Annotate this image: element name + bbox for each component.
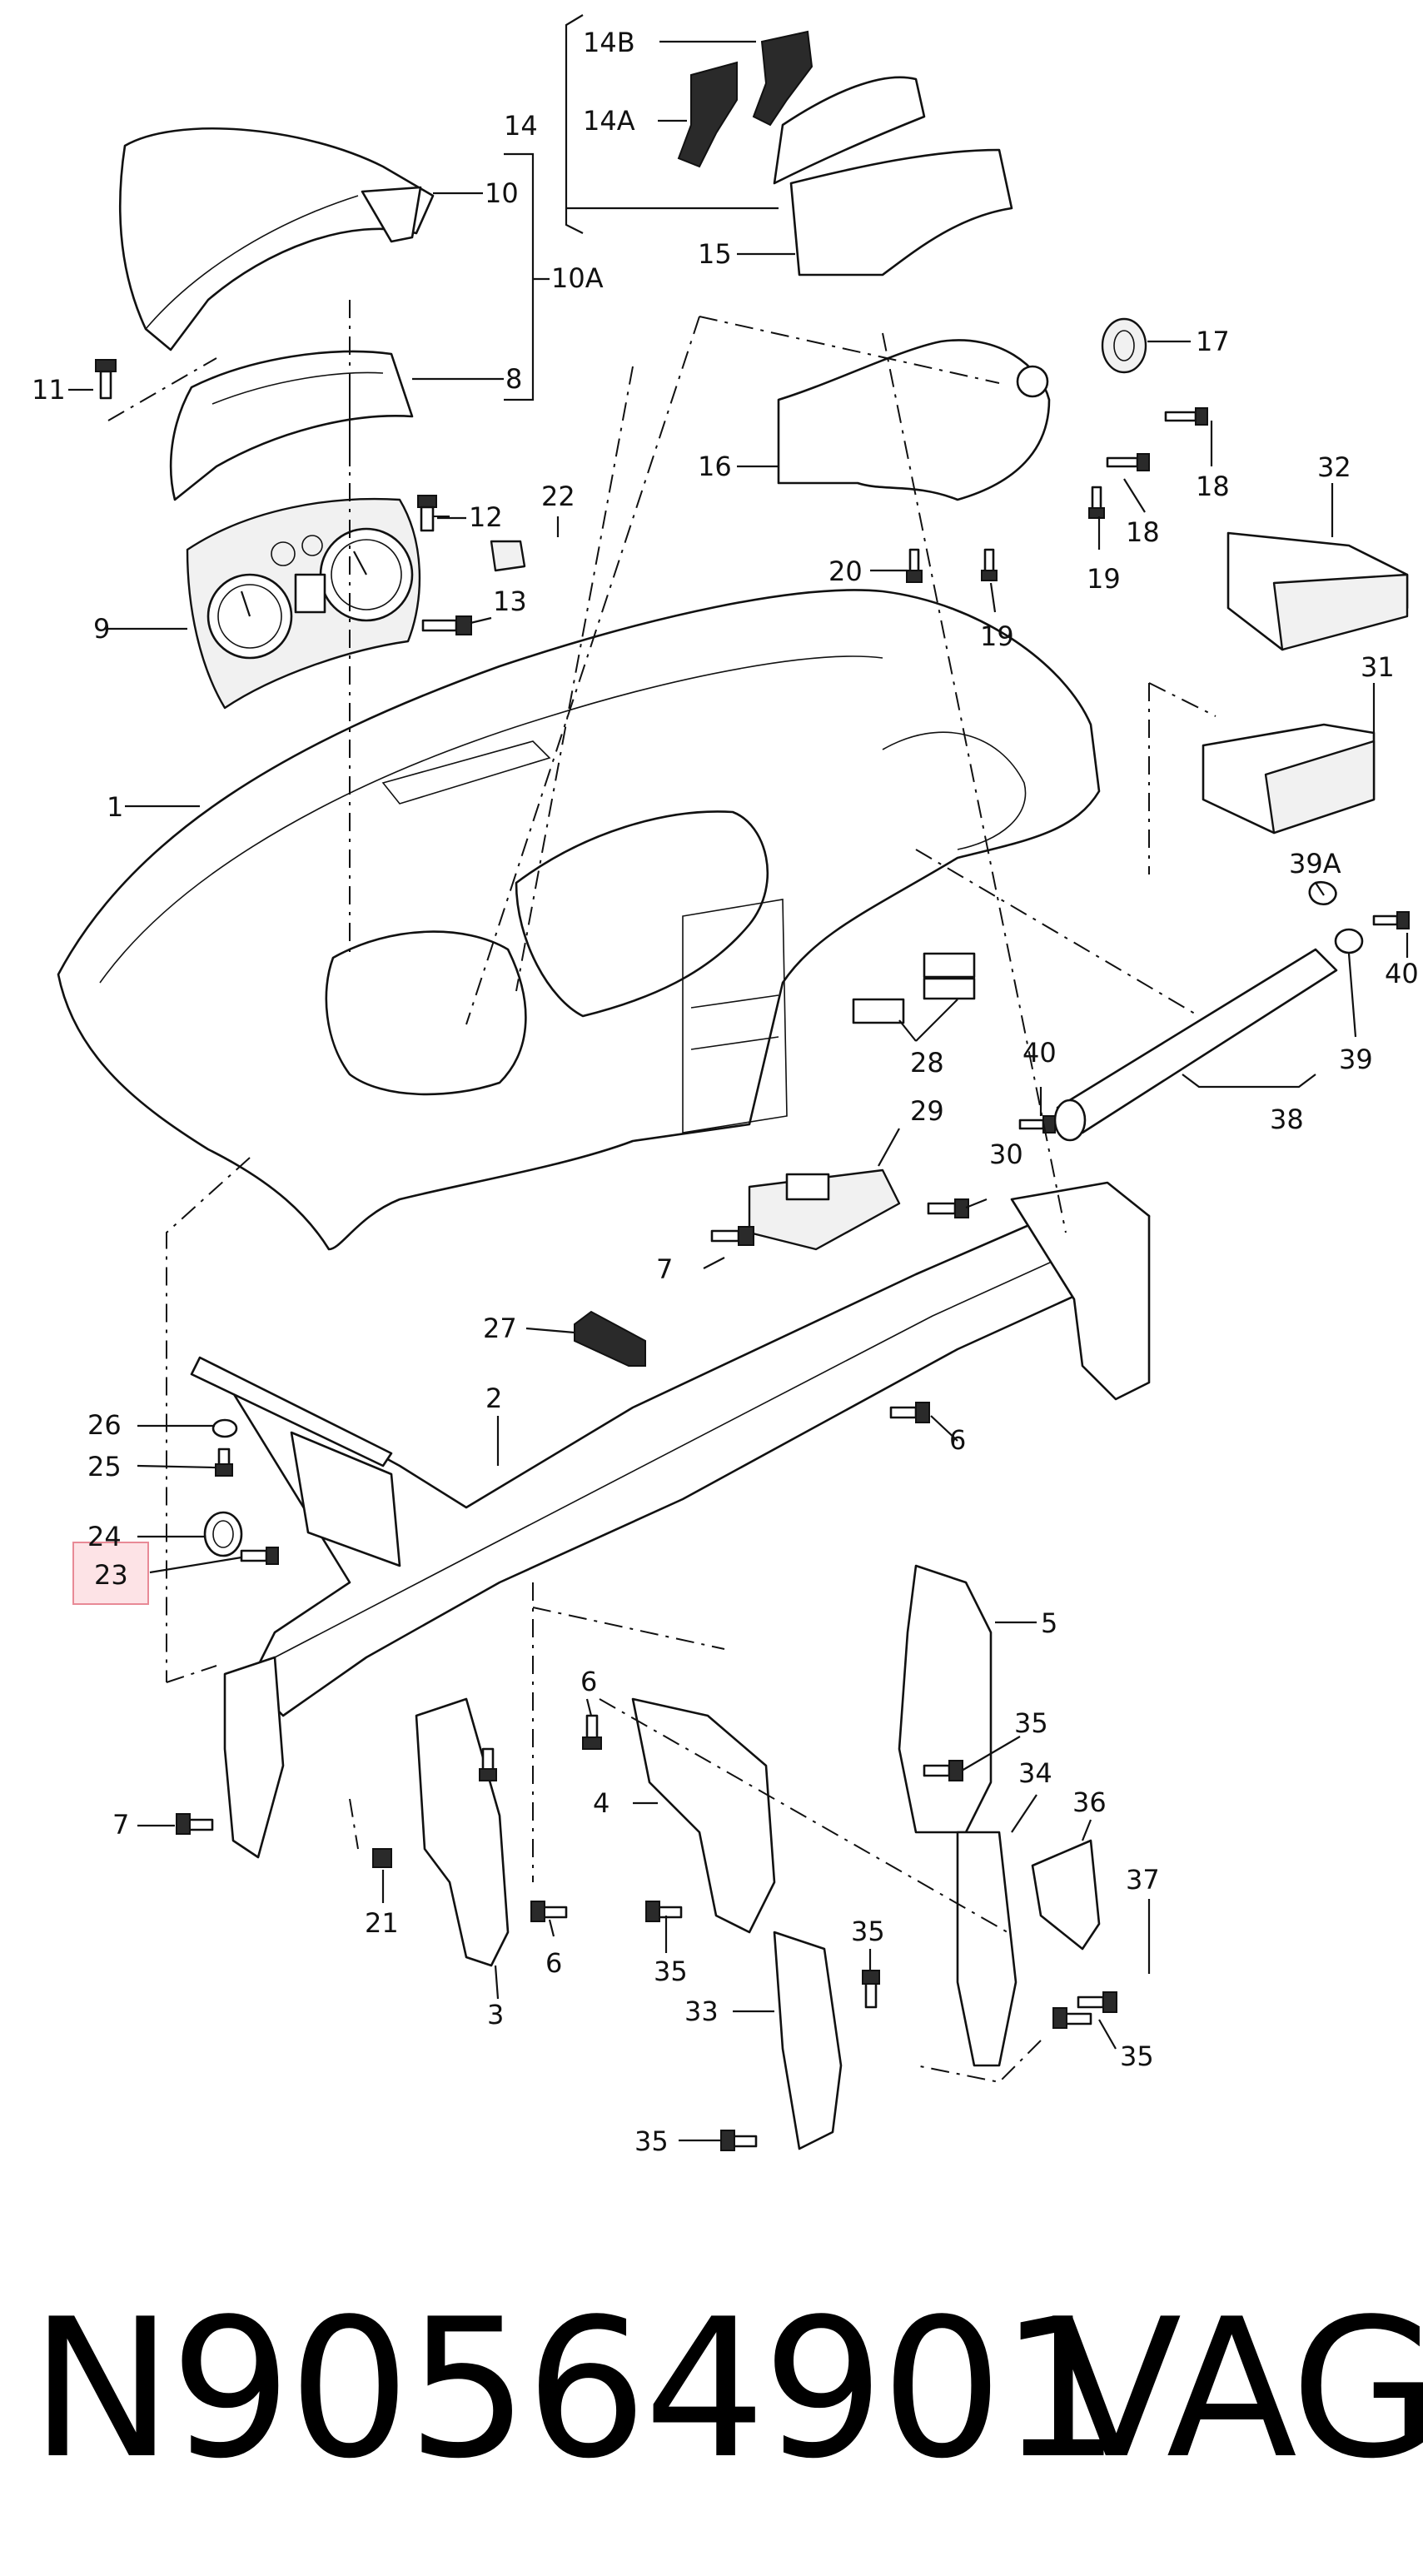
- callout-14B: 14B: [583, 27, 635, 58]
- callout-14: 14: [504, 110, 538, 142]
- bracket-left: [223, 1656, 285, 1859]
- bracket-4: [631, 1697, 776, 1934]
- screw-11: [95, 359, 117, 400]
- callout-9: 9: [93, 613, 110, 645]
- callout-26: 26: [87, 1409, 122, 1441]
- callout-30: 30: [989, 1139, 1023, 1170]
- compartment-31: [1202, 723, 1376, 835]
- bolt-25: [215, 1447, 233, 1477]
- washer-26: [211, 1418, 238, 1438]
- callout-36: 36: [1072, 1786, 1107, 1818]
- callout-23: 23: [94, 1559, 128, 1591]
- cover-14: [773, 76, 926, 185]
- bracket-33: [773, 1931, 843, 2150]
- callout-16: 16: [698, 451, 732, 482]
- bracket-14B: [752, 30, 813, 127]
- callout-22: 22: [541, 481, 575, 512]
- exploded-parts-diagram: 10 10A 8 11 12 22 13 9 14B 14 14A 15 16 …: [32, 14, 1419, 2157]
- assembly-lines: [107, 300, 1217, 2084]
- bracket-5: [898, 1564, 993, 1834]
- callout-40a: 40: [1385, 958, 1419, 989]
- callout-37: 37: [1126, 1864, 1160, 1896]
- callout-21: 21: [365, 1907, 399, 1939]
- clip-22: [490, 540, 526, 572]
- callout-7b: 7: [112, 1809, 129, 1841]
- callout-24: 24: [87, 1521, 122, 1552]
- callout-35d: 35: [1120, 2040, 1154, 2072]
- callout-5: 5: [1041, 1607, 1057, 1639]
- callout-27: 27: [483, 1313, 517, 1344]
- grommet-17: [1101, 317, 1147, 374]
- callout-20: 20: [828, 556, 863, 587]
- clip-27: [574, 1310, 646, 1367]
- callout-6b: 6: [580, 1666, 597, 1697]
- module-29: [748, 1168, 901, 1251]
- callout-35e: 35: [634, 2125, 669, 2157]
- screw-12: [417, 495, 437, 532]
- callout-8: 8: [505, 363, 522, 395]
- callout-35a: 35: [1014, 1707, 1048, 1739]
- callout-15: 15: [698, 238, 732, 270]
- callout-40b: 40: [1022, 1037, 1057, 1069]
- brand-name: VAG: [1051, 2279, 1423, 2501]
- bracket-34: [956, 1831, 1017, 2067]
- callout-34: 34: [1018, 1757, 1052, 1789]
- lower-screws: [176, 1402, 1117, 2151]
- callout-4: 4: [593, 1787, 610, 1819]
- clip-39: [1308, 880, 1364, 954]
- callout-7a: 7: [656, 1253, 673, 1285]
- callout-6a: 6: [949, 1424, 966, 1456]
- grommet-24: [203, 1511, 243, 1557]
- callout-19b: 19: [980, 620, 1014, 652]
- callout-1: 1: [107, 791, 123, 823]
- callout-39A: 39A: [1289, 848, 1341, 879]
- callout-12: 12: [469, 501, 503, 533]
- callout-2: 2: [485, 1383, 502, 1414]
- callout-11: 11: [32, 374, 66, 406]
- callout-32: 32: [1317, 451, 1351, 483]
- bracket-14A: [677, 61, 738, 168]
- part-number: N90564901: [30, 2279, 1122, 2501]
- callout-labels: 10 10A 8 11 12 22 13 9 14B 14 14A 15 16 …: [32, 27, 1419, 2157]
- callout-35b: 35: [654, 1956, 688, 1987]
- callout-33: 33: [684, 1996, 719, 2027]
- callout-35c: 35: [851, 1916, 885, 1947]
- cluster-upper-cover: [118, 127, 435, 351]
- cross-member-2: [190, 1181, 1151, 1717]
- screws-40: [1018, 911, 1410, 1134]
- callout-10: 10: [485, 177, 519, 209]
- part-footer: N90564901 VAG: [0, 2265, 1423, 2515]
- screw-30: [927, 1198, 969, 1218]
- compartment-32: [1226, 531, 1409, 651]
- highlight-box-23: [72, 1542, 149, 1605]
- bracket-3: [415, 1697, 510, 1967]
- callout-6c: 6: [545, 1947, 562, 1979]
- callout-3: 3: [487, 1999, 504, 2030]
- instrument-cluster: [186, 497, 421, 710]
- callout-18b: 18: [1126, 516, 1160, 548]
- dashboard-1: [57, 589, 1101, 1251]
- callout-39: 39: [1339, 1044, 1373, 1075]
- callout-28: 28: [910, 1047, 944, 1079]
- callout-18a: 18: [1196, 471, 1230, 502]
- callout-29: 29: [910, 1095, 944, 1127]
- callout-14A: 14A: [583, 105, 635, 137]
- callout-17: 17: [1196, 326, 1230, 357]
- callout-13: 13: [493, 585, 527, 617]
- screws-18-19-20: [906, 407, 1208, 583]
- cover-15: [789, 148, 1013, 277]
- callout-10A: 10A: [551, 262, 604, 294]
- bolt-23: [240, 1547, 279, 1565]
- leader-lines: [68, 14, 1409, 2142]
- screw-13: [421, 615, 472, 635]
- trim-strip-38: [1053, 948, 1338, 1142]
- callout-38: 38: [1270, 1104, 1304, 1135]
- cluster-lower-cover: [169, 350, 414, 501]
- bracket-36: [1031, 1839, 1101, 1951]
- screw-7-upper: [710, 1226, 754, 1246]
- callout-25: 25: [87, 1451, 122, 1482]
- callout-31: 31: [1361, 651, 1395, 683]
- cover-16: [777, 339, 1051, 501]
- callout-19a: 19: [1087, 563, 1121, 595]
